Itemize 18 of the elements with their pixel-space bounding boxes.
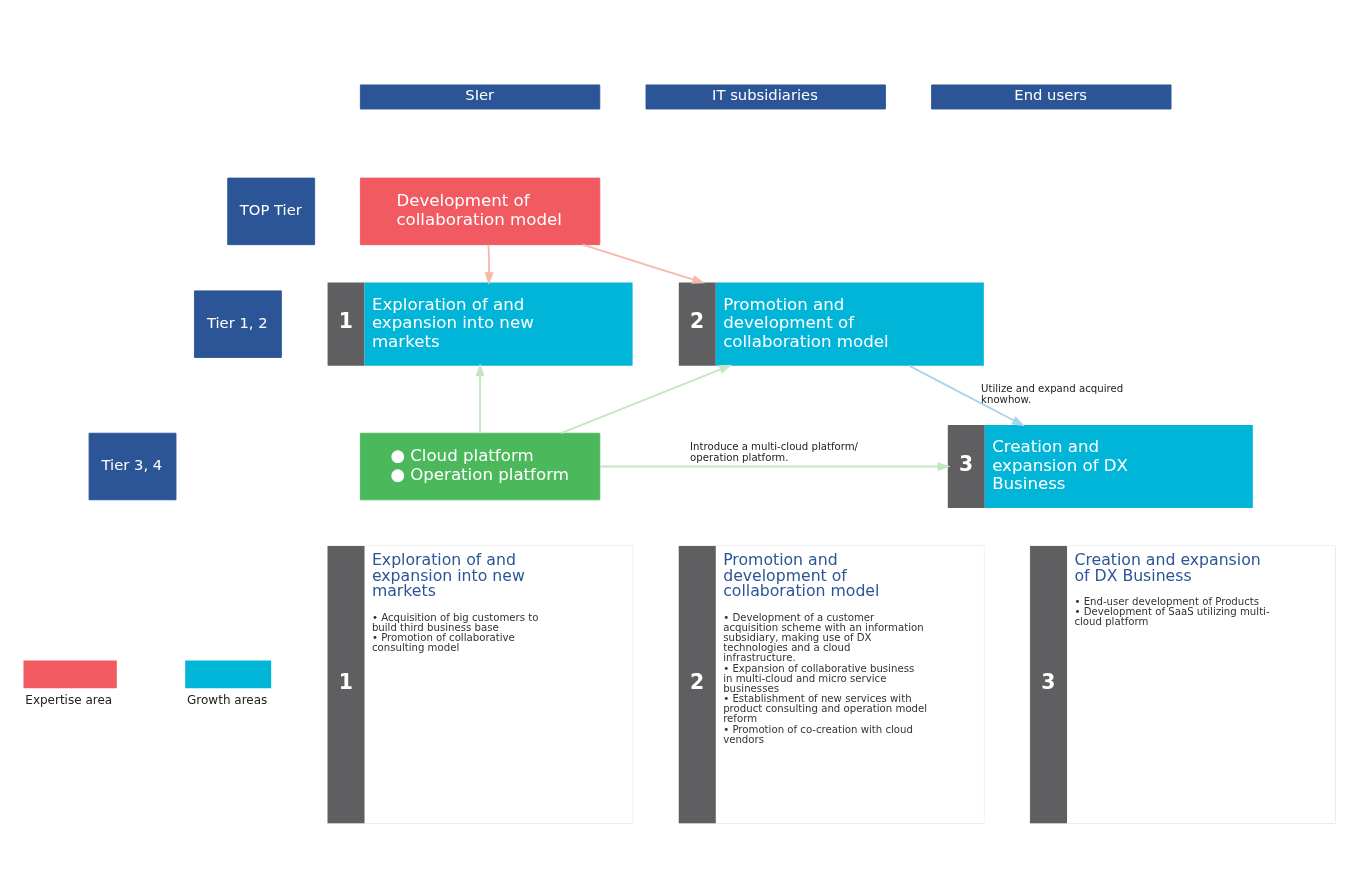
arrow (599, 461, 951, 472)
node-box: IT subsidiaries (645, 84, 886, 110)
edge-label: Utilize and expand acquired knowhow. (981, 383, 1124, 406)
arrow (484, 243, 494, 286)
node-box: Development of collaboration model (359, 177, 601, 246)
legend-label: Expertise area (25, 692, 113, 707)
node-box: SIer (359, 84, 601, 110)
arrow (560, 364, 733, 435)
arrow (475, 363, 485, 435)
edge-label: Introduce a multi-cloud platform/ operation platform. (690, 440, 859, 463)
node-box: ● Cloud platform ● Operation platform (359, 432, 601, 501)
node-box: End users (931, 84, 1172, 110)
legend-label: Growth areas (187, 692, 268, 707)
arrow (908, 365, 1025, 427)
node-box: TOP Tier (227, 177, 316, 246)
arrow (581, 243, 706, 284)
node-box: Tier 1, 2 (194, 290, 282, 358)
node-box: Tier 3, 4 (88, 432, 177, 501)
